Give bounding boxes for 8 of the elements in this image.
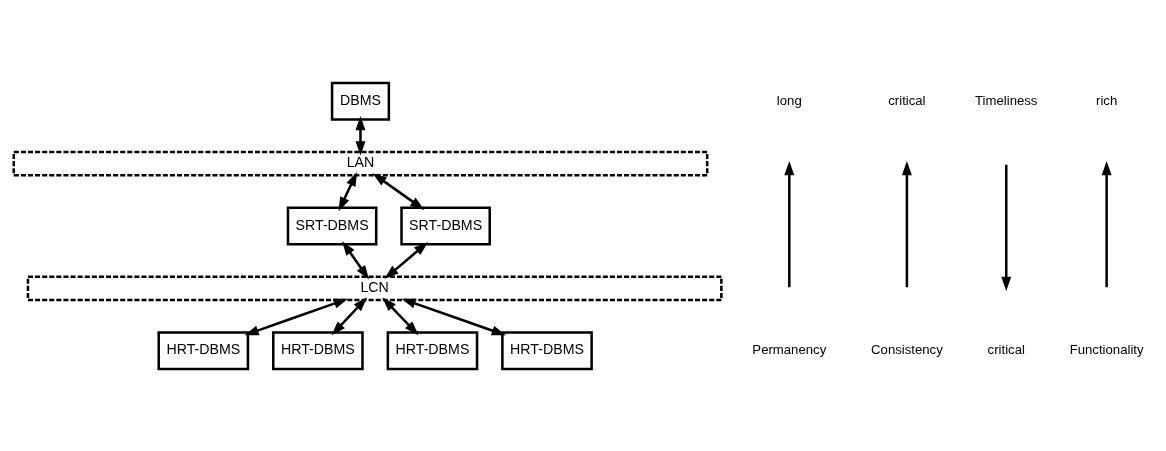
label: Consistency (870, 341, 943, 357)
label: Timeliness (974, 92, 1037, 108)
label: long (776, 92, 802, 108)
label: Permanency (751, 341, 826, 357)
label: critical (887, 92, 926, 108)
label: critical (987, 341, 1025, 357)
label: rich (1095, 92, 1117, 108)
label: Functionality (1069, 341, 1144, 357)
